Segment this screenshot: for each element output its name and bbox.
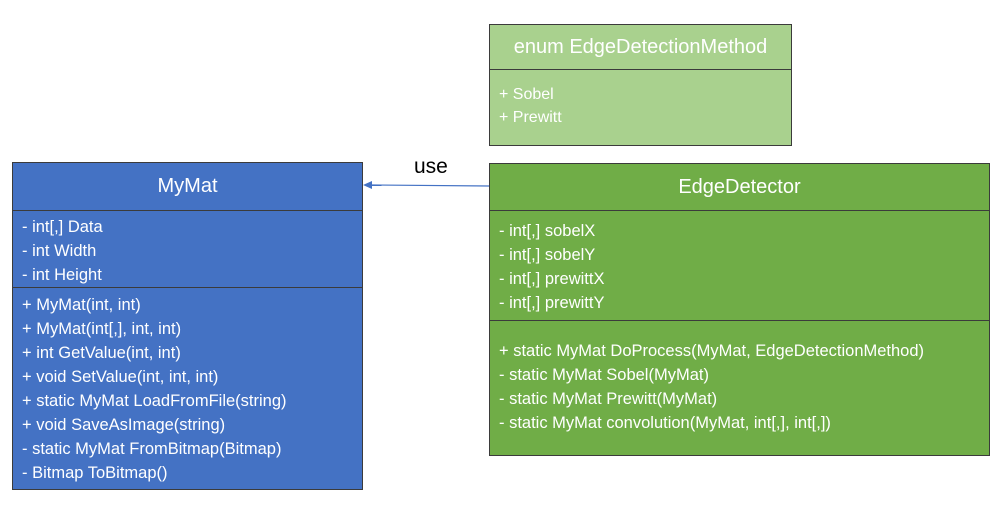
edge-detection-method-values: + Sobel + Prewitt — [490, 70, 791, 129]
edge-detector-method: - static MyMat Sobel(MyMat) — [499, 366, 709, 384]
edge-detector-method: - static MyMat Prewitt(MyMat) — [499, 390, 718, 408]
mymat-method: + MyMat(int, int) — [22, 296, 141, 314]
mymat-class-title: MyMat — [13, 163, 362, 211]
mymat-field: - int Width — [22, 242, 97, 260]
uses-relationship-line — [371, 184, 490, 187]
mymat-fields: - int[,] Data - int Width - int Height — [13, 211, 362, 288]
edge-detector-class-title: EdgeDetector — [490, 164, 989, 211]
edge-detector-field: - int[,] sobelY — [499, 246, 596, 264]
mymat-method: + void SetValue(int, int, int) — [22, 368, 219, 386]
edge-detector-field: - int[,] prewittX — [499, 270, 605, 288]
mymat-method: - Bitmap ToBitmap() — [22, 464, 168, 482]
edge-detector-fields: - int[,] sobelX - int[,] sobelY - int[,]… — [490, 211, 989, 321]
enum-value: + Prewitt — [499, 109, 562, 126]
mymat-field: - int[,] Data — [22, 218, 103, 236]
mymat-method: + static MyMat LoadFromFile(string) — [22, 392, 287, 410]
edge-detection-method-enum-box: enum EdgeDetectionMethod + Sobel + Prewi… — [489, 24, 792, 146]
edge-detector-class-box: EdgeDetector - int[,] sobelX - int[,] so… — [489, 163, 990, 456]
mymat-class-box: MyMat - int[,] Data - int Width - int He… — [12, 162, 363, 490]
edge-detector-methods: + static MyMat DoProcess(MyMat, EdgeDete… — [490, 321, 989, 435]
uses-relationship-label: use — [414, 155, 448, 178]
edge-detector-method: + static MyMat DoProcess(MyMat, EdgeDete… — [499, 342, 925, 360]
mymat-methods: + MyMat(int, int) + MyMat(int[,], int, i… — [13, 288, 362, 485]
mymat-method: + MyMat(int[,], int, int) — [22, 320, 182, 338]
arrowhead-icon — [363, 181, 372, 189]
mymat-method: + int GetValue(int, int) — [22, 344, 181, 362]
edge-detector-field: - int[,] sobelX — [499, 222, 596, 240]
enum-value: + Sobel — [499, 86, 554, 103]
mymat-method: - static MyMat FromBitmap(Bitmap) — [22, 440, 282, 458]
edge-detector-method: - static MyMat convolution(MyMat, int[,]… — [499, 414, 831, 432]
mymat-method: + void SaveAsImage(string) — [22, 416, 226, 434]
edge-detection-method-enum-title: enum EdgeDetectionMethod — [490, 25, 791, 70]
edge-detector-field: - int[,] prewittY — [499, 294, 605, 312]
mymat-field: - int Height — [22, 266, 102, 284]
